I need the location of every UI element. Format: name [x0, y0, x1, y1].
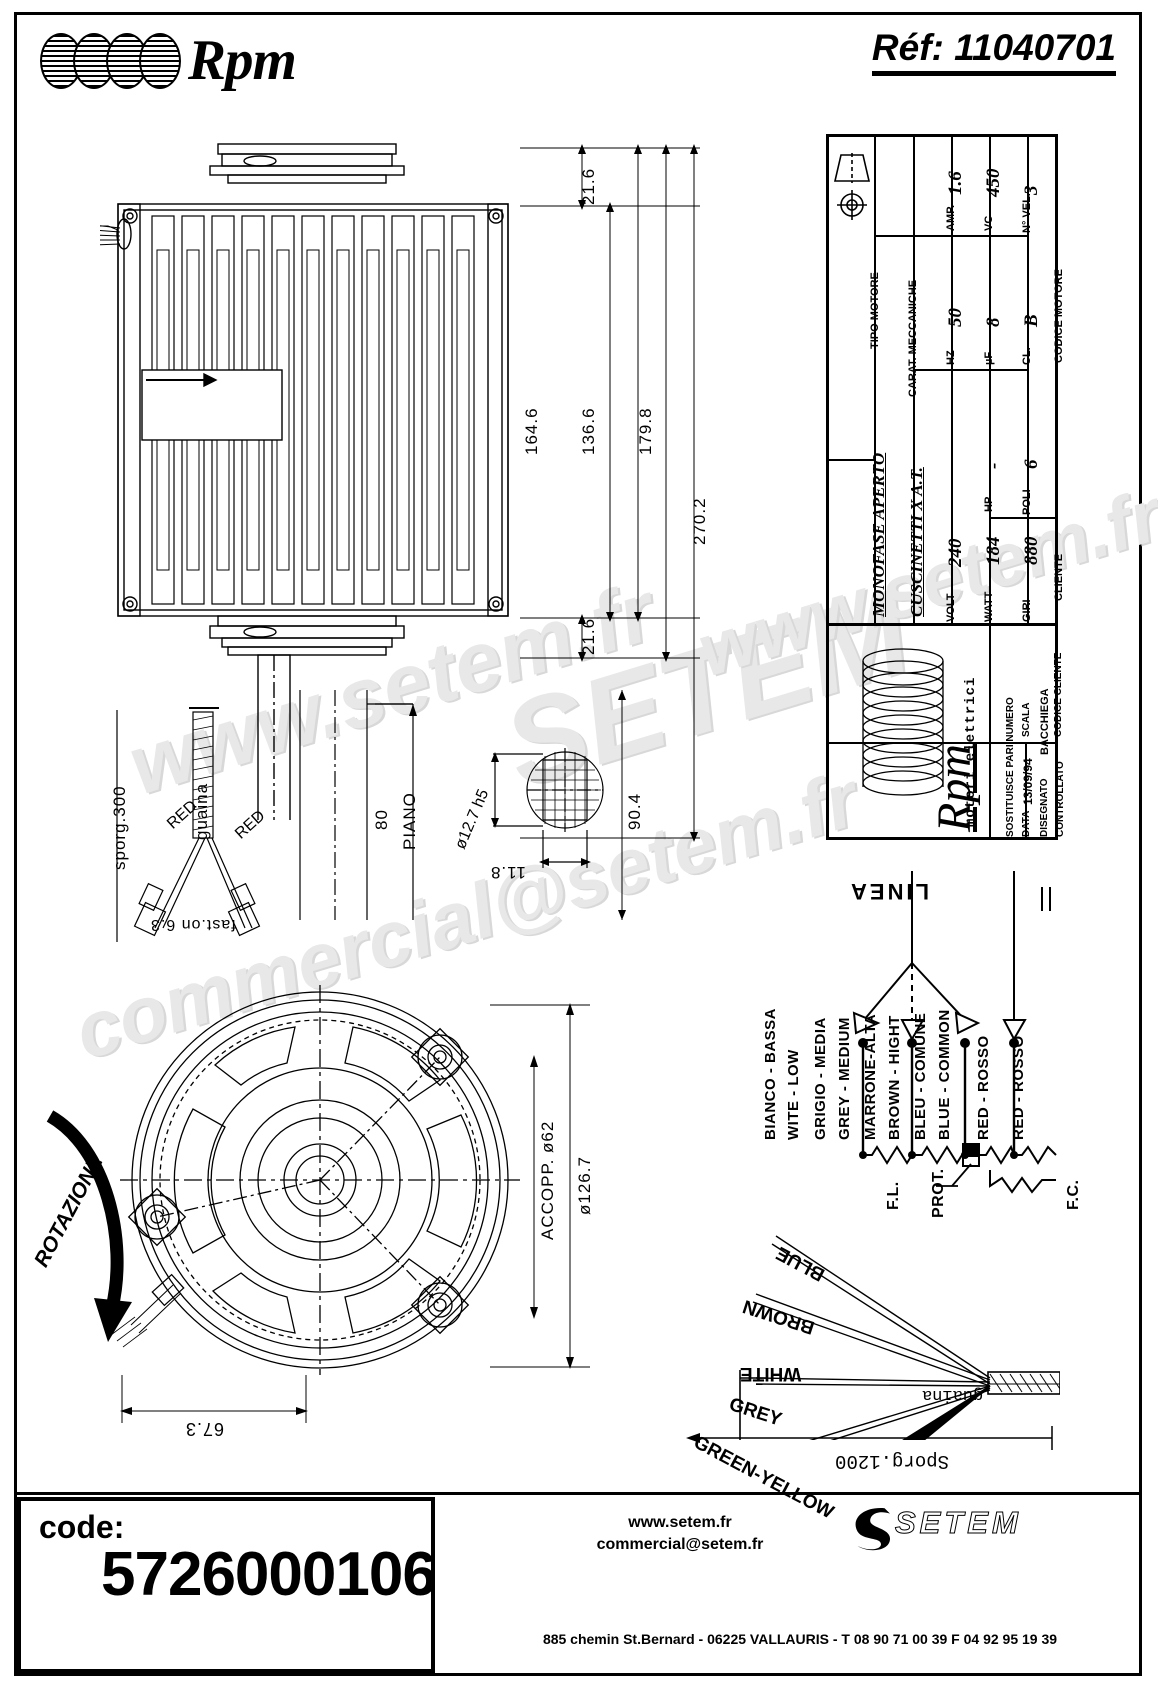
wire-label-brown: BROWN - HIGHT — [886, 1015, 903, 1140]
cable-fan-diagram — [739, 1235, 1060, 1440]
title-block: TIPO MOTORE MONOFASE APERTO CARAT. MECCA… — [826, 134, 1066, 840]
tb-label-codice-cliente: CODICE CLIENTE — [1053, 652, 1064, 737]
wire-label-white: WITE - LOW — [785, 1049, 802, 1140]
tb-value-hz: 50 — [945, 308, 966, 327]
tb-value-giri: 880 — [1021, 536, 1042, 566]
label-linea: LINEA — [848, 879, 929, 904]
drawing-border — [14, 12, 1142, 1676]
sporg-1200-dimension — [686, 1426, 1053, 1450]
dim-67-3: 67.3 — [185, 1419, 225, 1439]
tb-label-watt: WATT — [983, 591, 995, 622]
footer-email[interactable]: commercial@setem.fr — [596, 1535, 764, 1553]
tb-value-data: 13/09/94 — [1021, 758, 1035, 805]
dim-126-7: ø126.7 — [575, 1156, 594, 1215]
setem-wordmark: SETEM — [895, 1505, 1022, 1541]
footer-website[interactable]: www.setem.fr — [628, 1514, 732, 1531]
code-label: code: — [39, 1509, 125, 1545]
tb-label-hp: HP — [983, 496, 995, 512]
tb-value-volt: 240 — [945, 538, 966, 568]
wire-label-grey: GREY - MEDIUM — [836, 1017, 853, 1140]
motor-front-view — [100, 143, 509, 820]
tb-value-amp: 1.6 — [945, 171, 966, 195]
tb-label-hz: HZ — [945, 350, 957, 365]
code-box: code: 5726000106 — [17, 1497, 437, 1673]
wire-label-grigio: GRIGIO - MEDIA — [812, 1017, 829, 1140]
tb-label-controllato: CONTROLLATO — [1055, 761, 1066, 837]
footer-contact: www.setem.fr commercial@setem.fr — [470, 1512, 890, 1555]
tb-value-watt: 184 — [983, 536, 1004, 566]
rotation-arrow-icon — [46, 1110, 132, 1342]
rpm-coil-icon — [862, 648, 944, 796]
tb-value-carat-meccaniche: CUSCINETTI X A.T. — [907, 467, 926, 617]
wire-label-marrone: MARRONE-ALTA — [862, 1013, 879, 1140]
dim-80: 80 — [372, 809, 391, 830]
wire-label-red-2: RED - ROSSO — [1010, 1035, 1027, 1140]
dim-21-6-top: 21.6 — [579, 167, 598, 205]
tb-label-cl: CL. — [1021, 347, 1033, 365]
reference-number: Réf: 11040701 — [871, 27, 1116, 76]
tb-label-scala: SCALA — [1021, 702, 1032, 737]
cable-label-white: WHITE — [740, 1363, 802, 1384]
tb-value-disegnato: BACCHIEGA — [1039, 688, 1051, 755]
tb-label-amp: AMP. — [945, 204, 957, 231]
first-angle-projection-icon — [833, 153, 871, 220]
dim-136-6: 136.6 — [579, 407, 598, 455]
tb-value-n-vel: 3 — [1021, 185, 1042, 196]
front-view-dimensions — [520, 144, 700, 842]
wiring-schematic — [852, 871, 1051, 1155]
tb-value-vc: 450 — [983, 168, 1004, 198]
footer-divider — [17, 1492, 1139, 1495]
label-sporg-1200: Sporg.1200 — [835, 1450, 950, 1472]
tb-value-poli: 6 — [1021, 459, 1042, 470]
brand-text: Rpm — [188, 29, 297, 92]
tb-label-volt: VOLT — [945, 593, 957, 622]
coil-logo-icon — [40, 32, 181, 89]
tb-label-tipo-motore: TIPO MOTORE — [869, 272, 881, 349]
footer-address: 885 chemin St.Bernard - 06225 VALLAURIS … — [542, 1631, 1058, 1647]
tb-label-sostituisce: SOSTITUISCE PARI NUMERO — [1005, 697, 1016, 837]
code-value: 5726000106 — [101, 1540, 437, 1609]
tb-label-uf: µF — [983, 351, 995, 365]
dim-sporg-300: sporg.300 — [110, 785, 129, 870]
winding-resistors — [859, 1143, 1057, 1194]
wire-label-bianco: BIANCO - BASSA — [762, 1007, 779, 1140]
tb-value-cl: B — [1021, 314, 1042, 327]
tb-value-tipo-motore: MONOFASE APERTO — [869, 452, 888, 617]
tb-label-cliente: CLIENTE — [1053, 553, 1065, 601]
tb-label-carat-meccaniche: CARAT. MECCANICHE — [907, 279, 919, 397]
tb-label-giri: GIRI — [1021, 599, 1033, 622]
dim-179-8: 179.8 — [636, 407, 655, 455]
setem-swirl-icon — [855, 1508, 890, 1551]
dim-90-4: 90.4 — [625, 792, 644, 830]
dim-21-6-bottom: 21.6 — [579, 617, 598, 655]
tb-label-codice-motore: CODICE MOTORE — [1053, 269, 1065, 363]
wire-label-red-1: RED - ROSSO — [975, 1035, 992, 1140]
dim-67-3-line — [120, 1375, 308, 1423]
tb-value-uf: 8 — [983, 317, 1004, 328]
label-fc: F.C. — [1065, 1179, 1082, 1210]
tb-label-n-vel: N° VEL. — [1021, 193, 1033, 233]
motor-end-view — [110, 985, 520, 1375]
tb-label-vc: VC — [983, 215, 995, 231]
dim-164-6: 164.6 — [522, 407, 541, 455]
tb-value-hp: - — [983, 462, 1004, 469]
label-guaina-cable: guaina — [922, 1385, 984, 1404]
label-fast-on: fast.on 6.3 — [150, 916, 236, 933]
label-piano: PIANO — [400, 792, 419, 850]
dim-270-2: 270.2 — [690, 497, 709, 545]
wire-label-blue: BLUE - COMMON — [936, 1009, 953, 1140]
end-view-dimensions — [490, 1003, 590, 1369]
tb-company-sub: motori elettrici — [963, 676, 979, 827]
tb-label-data: DATA — [1021, 810, 1032, 837]
dim-11-8: 11.8 — [490, 863, 526, 882]
dim-accopp-62: ACCOPP. ø62 — [538, 1120, 557, 1240]
rpm-logo: Rpm — [40, 28, 297, 93]
tb-label-poli: POLI — [1021, 489, 1033, 515]
tb-label-disegnato: DISEGNATO — [1039, 778, 1050, 837]
shaft-detail-view — [116, 690, 626, 942]
wire-label-bleu: BLEU - COMUNE — [912, 1012, 929, 1140]
